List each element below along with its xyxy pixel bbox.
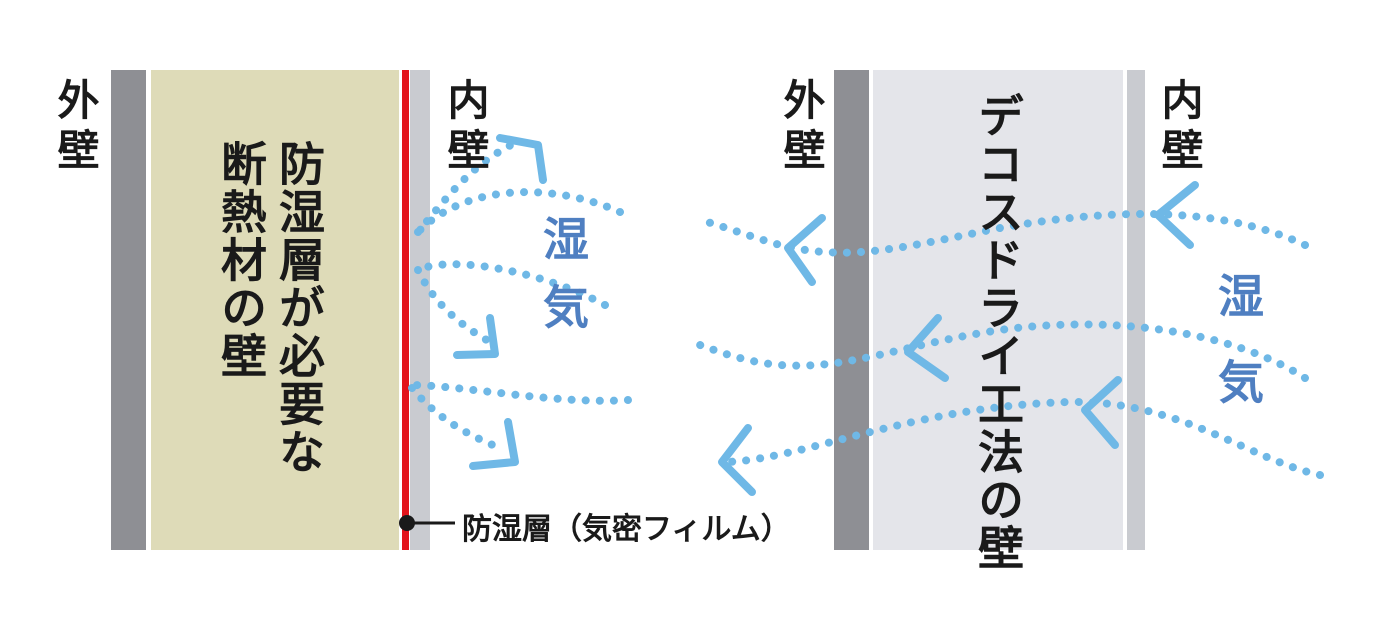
right-flow-arrows [718,181,1199,496]
right-outer-wall-label: 外壁 [777,78,826,178]
flow-dots [406,381,632,405]
chevron-arrow-icon [469,418,519,470]
vapor-barrier-required-label: 防湿層が必要な [272,140,326,476]
flow-dots [414,260,609,309]
vapor-barrier-callout-label: 防湿層（気密フィルム） [462,512,791,547]
flow-dots [718,397,1324,479]
right-moisture-label: 湿気 [1211,272,1265,444]
left-moisture-flows [406,139,632,452]
left-insulation [151,70,399,550]
left-inner-wall-label: 内壁 [441,78,490,178]
right-decos-wall [873,70,1123,550]
right-moisture-flows [696,209,1324,479]
vapor-barrier-callout-leader [399,515,455,531]
flow-dots [414,139,519,236]
left-inner-wall [410,70,430,550]
flow-dots [414,266,496,347]
left-outer-wall-label: 外壁 [51,78,100,178]
left-wall-assembly [111,70,430,550]
chevron-arrow-icon [904,314,949,382]
chevron-arrow-icon [453,314,499,359]
decos-dry-wall-label: デコスドライ工法の壁 [971,92,1025,572]
left-moisture-label: 湿気 [536,215,590,351]
chevron-arrow-icon [496,134,547,184]
left-flow-arrows [453,134,547,470]
vapor-barrier-film [402,70,409,550]
flow-dots [696,320,1309,382]
chevron-arrow-icon [1081,376,1122,449]
flow-dots [696,209,1309,257]
flow-dots [414,188,624,236]
right-inner-wall-label: 内壁 [1155,78,1204,178]
right-outer-wall [834,70,869,550]
left-outer-wall [111,70,146,550]
chevron-arrow-icon [1154,181,1199,249]
chevron-arrow-icon [784,214,826,286]
insulation-wall-label: 断熱材の壁 [214,140,268,380]
right-wall-assembly [834,70,1145,550]
right-inner-wall [1127,70,1145,550]
chevron-arrow-icon [718,424,756,496]
